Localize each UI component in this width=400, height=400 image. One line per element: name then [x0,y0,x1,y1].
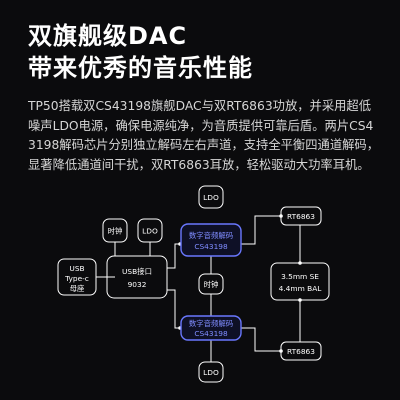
dac-top-label: 数字音频解码 [189,231,233,240]
amp-bottom-box: RT6863 [280,341,322,361]
clock-left-label: 时钟 [108,227,123,236]
ldo-left-label: LDO [142,227,158,236]
clock-middle-box: 时钟 [198,273,224,295]
dac-top-chip: CS43198 [194,242,228,251]
amp-top-label: RT6863 [287,212,315,221]
ldo-bottom-label: LDO [203,368,219,377]
link-dac-bottom-to-amp-bottom [241,327,281,352]
dac-bottom-label: 数字音频解码 [189,319,233,328]
ldo-top-box: LDO [198,185,224,209]
page-title: 双旗舰级DAC 带来优秀的音乐性能 [28,20,253,84]
dac-top-box: 数字音频解码 CS43198 [180,223,242,257]
output-jack-bal: 4.4mm BAL [279,284,323,293]
clock-left-box: 时钟 [102,218,128,243]
ldo-left-box: LDO [137,218,163,243]
amp-bottom-label: RT6863 [287,347,315,356]
title-line-1: 双旗舰级DAC [28,22,188,50]
ldo-top-label: LDO [203,193,219,202]
clock-middle-label: 时钟 [204,280,219,289]
usb-port-label-3: 母座 [70,284,85,293]
link-interface-to-dac-bottom [167,289,181,329]
link-interface-to-dac-top [167,243,181,269]
usb-port-label-1: USB [69,264,84,273]
amp-top-box: RT6863 [280,206,322,226]
dac-bottom-box: 数字音频解码 CS43198 [180,315,242,341]
description-paragraph: TP50搭载双CS43198旗舰DAC与双RT6863功放，并采用超低噪声LDO… [28,99,380,172]
usb-port-box: USB Type-c 母座 [57,258,97,296]
ldo-bottom-box: LDO [198,361,224,383]
output-jack-box: 3.5mm SE 4.4mm BAL [270,262,330,301]
connectors [96,215,301,362]
title-line-2: 带来优秀的音乐性能 [28,54,253,82]
usb-interface-chip: 9032 [128,280,147,289]
usb-interface-box: USB接口 9032 [106,255,168,299]
usb-interface-label: USB接口 [122,267,152,276]
dac-bottom-chip: CS43198 [194,329,228,338]
output-jack-se: 3.5mm SE [281,272,319,281]
link-dac-top-to-amp-top [241,215,281,245]
usb-port-label-2: Type-c [64,274,89,283]
